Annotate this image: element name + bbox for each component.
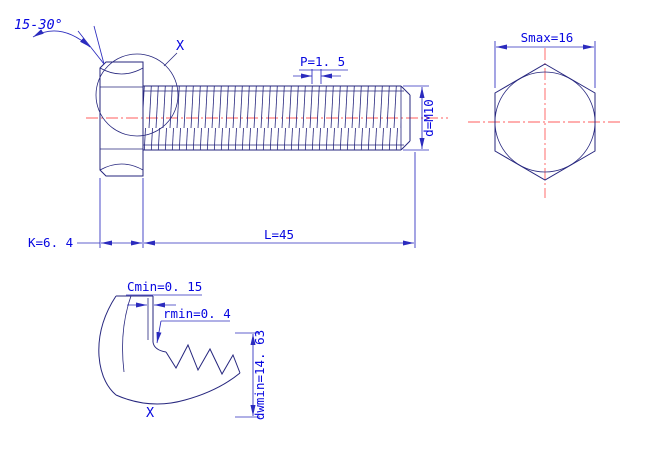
detail-view-label: X xyxy=(146,405,154,421)
pitch-label: P=1. 5 xyxy=(300,54,345,69)
detail-thread-profile xyxy=(165,343,241,376)
detail-circle xyxy=(95,53,179,137)
end-chamfer-top xyxy=(400,85,411,96)
washer-face-thickness-label: Cmin=0. 15 xyxy=(127,279,202,294)
chamfer-angle-label: 15-30° xyxy=(14,17,63,33)
hexagon-outline xyxy=(494,63,596,181)
detail-fillet xyxy=(152,341,167,353)
detail-head-left-outline xyxy=(98,295,117,396)
head-chamfer-arc-top xyxy=(99,67,144,75)
detail-view-x: Cmin=0. 15 rmin=0. 4 dwmin=14. 63 X xyxy=(98,279,267,421)
head-height-label: K=6. 4 xyxy=(28,235,73,250)
detail-circle-leader xyxy=(163,52,178,67)
head-chamfer-arc-bottom xyxy=(99,163,144,171)
detail-circle-label: X xyxy=(176,38,184,54)
bolt-head-outline xyxy=(99,61,144,177)
thread-hatching xyxy=(143,86,401,150)
end-chamfer-bottom xyxy=(400,140,411,151)
angle-extension-line-2 xyxy=(93,25,105,65)
thread-size-label: d=M10 xyxy=(421,99,436,137)
length-label: L=45 xyxy=(264,227,294,242)
inscribed-chamfer-circle xyxy=(494,71,596,173)
detail-head-facet-arc xyxy=(122,295,132,373)
bolt-side-view: X 15-30° P=1. 5 d=M10 K=6. 4 L=45 xyxy=(14,17,448,250)
rmin-leader xyxy=(156,320,162,344)
angle-dimension-arc xyxy=(32,29,91,48)
hex-end-view: Smax=16 xyxy=(468,30,622,198)
detail-head-bottom-sweep xyxy=(115,372,241,405)
fillet-radius-label: rmin=0. 4 xyxy=(163,306,231,321)
washer-face-dia-label: dwmin=14. 63 xyxy=(252,330,267,420)
angle-extension-line-1 xyxy=(77,30,105,65)
width-across-flats-label: Smax=16 xyxy=(521,30,574,45)
